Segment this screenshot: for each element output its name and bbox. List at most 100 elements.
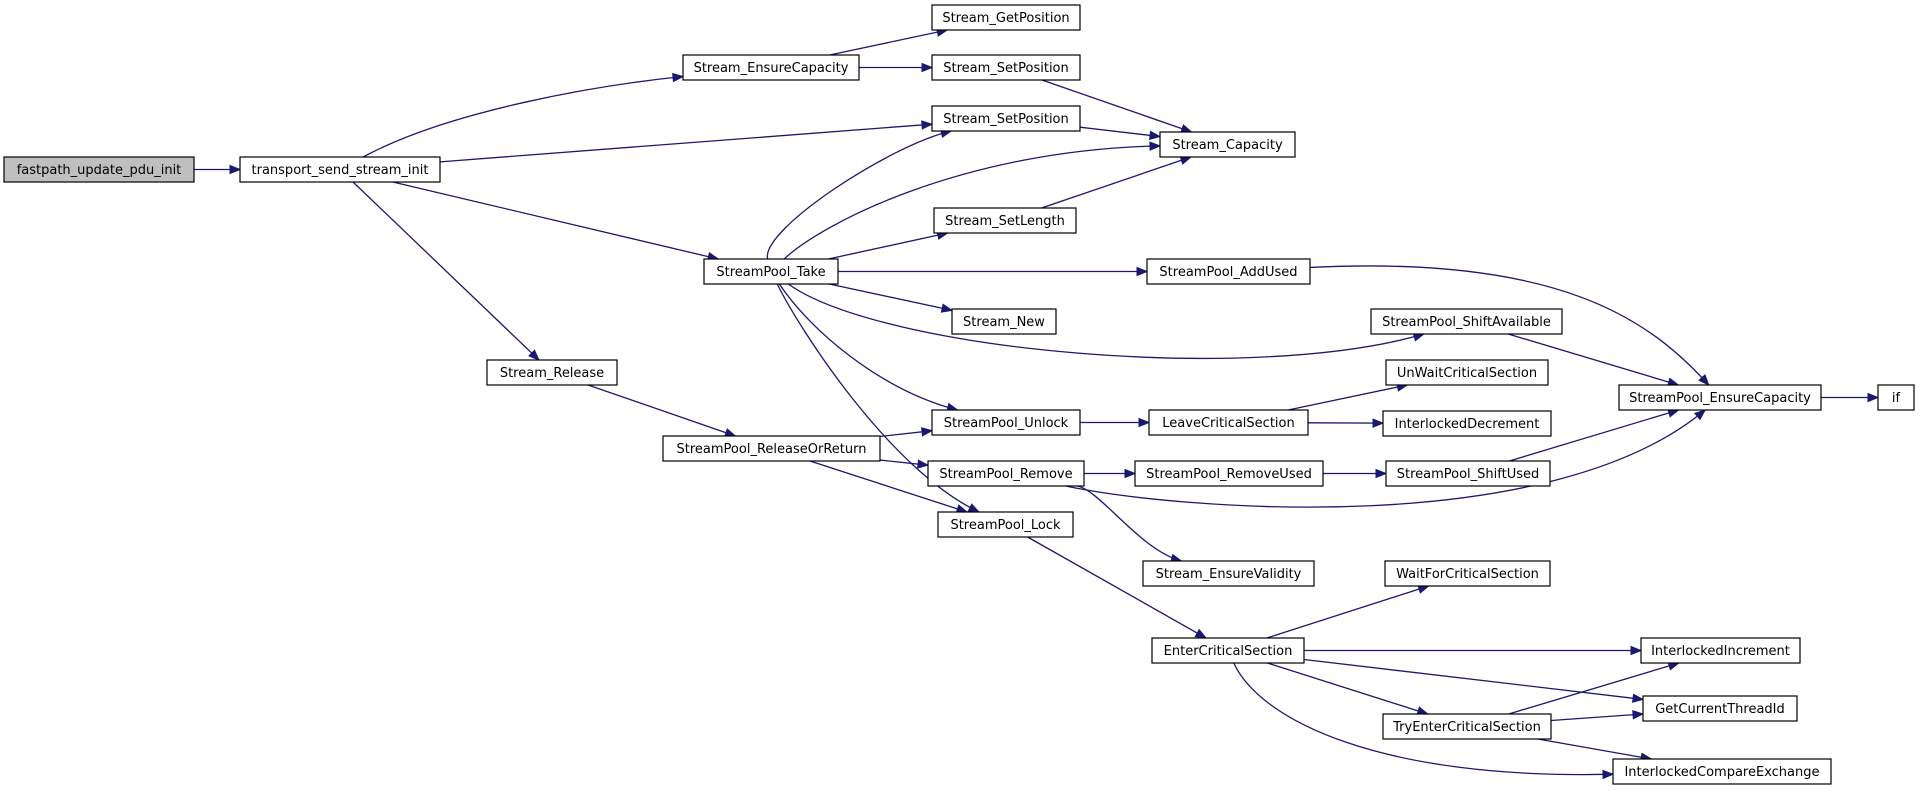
- node-box: [1612, 758, 1832, 785]
- node-box: [931, 105, 1081, 132]
- arrowhead-icon: [672, 72, 685, 83]
- node-releaseorreturn[interactable]: StreamPool_ReleaseOrReturn: [662, 435, 881, 462]
- node-label: StreamPool_Lock: [950, 518, 1061, 533]
- node-label: EnterCriticalSection: [1164, 644, 1293, 659]
- node-waitcs[interactable]: WaitForCriticalSection: [1384, 560, 1551, 587]
- edge-unlock-to-leavecs: [1080, 417, 1151, 428]
- edge-take-to-shiftavail: [787, 283, 1426, 359]
- arrowhead-icon: [1693, 409, 1707, 421]
- node-label: InterlockedDecrement: [1395, 417, 1540, 432]
- edge-entercs-to-interinc: [1304, 645, 1643, 656]
- edge-transport-to-setpos2: [439, 120, 934, 163]
- edge-addused-to-poolensurecap: [1309, 265, 1710, 386]
- edge-ensurecap-to-getpos: [829, 27, 949, 56]
- node-capacity[interactable]: Stream_Capacity: [1159, 131, 1296, 158]
- node-setlength[interactable]: Stream_SetLength: [933, 207, 1077, 234]
- node-shiftused[interactable]: StreamPool_ShiftUsed: [1385, 460, 1551, 487]
- edge-line: [1508, 333, 1679, 386]
- node-entercs[interactable]: EnterCriticalSection: [1151, 637, 1305, 664]
- edge-remove-to-removeused: [1084, 468, 1137, 479]
- edge-transport-to-release: [352, 181, 540, 361]
- arrowhead-icon: [1180, 124, 1193, 134]
- node-box: [1384, 560, 1551, 587]
- node-label: StreamPool_AddUsed: [1159, 265, 1297, 280]
- edge-take-to-new: [829, 283, 954, 313]
- node-setpos1[interactable]: Stream_SetPosition: [931, 54, 1081, 81]
- node-label: StreamPool_RemoveUsed: [1146, 467, 1312, 482]
- edge-line: [787, 283, 1425, 359]
- node-label: LeaveCriticalSection: [1162, 416, 1294, 431]
- edge-take-to-capacity: [783, 141, 1162, 260]
- edge-setlength-to-capacity: [1041, 155, 1193, 209]
- node-intercmpx[interactable]: InterlockedCompareExchange: [1612, 758, 1832, 785]
- node-box: [927, 460, 1085, 487]
- arrowhead-icon: [528, 349, 540, 361]
- node-box: [931, 4, 1081, 31]
- edge-shiftavail-to-poolensurecap: [1508, 333, 1680, 387]
- node-interinc[interactable]: InterlockedIncrement: [1640, 637, 1801, 664]
- arrowhead-icon: [229, 164, 242, 175]
- edge-line: [809, 460, 968, 513]
- node-addused[interactable]: StreamPool_AddUsed: [1146, 258, 1311, 285]
- edge-lock-to-entercs: [1027, 536, 1208, 639]
- node-unwaitcs[interactable]: UnWaitCriticalSection: [1385, 359, 1549, 386]
- edge-leavecs-to-interdec: [1307, 418, 1385, 428]
- node-box: [1642, 695, 1798, 722]
- node-label: fastpath_update_pdu_init: [17, 163, 182, 178]
- node-label: TryEnterCriticalSection: [1392, 720, 1541, 735]
- node-label: UnWaitCriticalSection: [1397, 366, 1537, 381]
- node-label: Stream_Capacity: [1172, 138, 1283, 153]
- nodes-layer: fastpath_update_pdu_init transport_send_s…: [3, 4, 1915, 785]
- edge-removeused-to-shiftused: [1323, 468, 1388, 479]
- node-ensurevalid[interactable]: Stream_EnsureValidity: [1142, 560, 1315, 587]
- edge-entercs-to-getthread: [1303, 658, 1645, 703]
- arrowhead-icon: [1630, 645, 1643, 656]
- node-label: InterlockedCompareExchange: [1624, 765, 1819, 780]
- node-shiftavail[interactable]: StreamPool_ShiftAvailable: [1370, 308, 1563, 335]
- node-remove[interactable]: StreamPool_Remove: [927, 460, 1085, 487]
- node-label: Stream_GetPosition: [942, 11, 1069, 26]
- node-box: [1148, 409, 1309, 436]
- node-label: StreamPool_ShiftUsed: [1397, 467, 1540, 482]
- node-box: [1382, 713, 1552, 740]
- edge-tryentercs-to-interinc: [1508, 661, 1681, 715]
- edge-line: [1065, 409, 1706, 508]
- edge-line: [1077, 485, 1182, 562]
- node-removeused[interactable]: StreamPool_RemoveUsed: [1134, 460, 1324, 487]
- node-new[interactable]: Stream_New: [951, 308, 1057, 335]
- node-label: StreamPool_ReleaseOrReturn: [677, 442, 867, 457]
- arrowhead-icon: [1138, 417, 1151, 428]
- arrowhead-icon: [723, 428, 737, 438]
- node-ensurecap[interactable]: Stream_EnsureCapacity: [682, 54, 860, 81]
- edge-line: [1509, 409, 1679, 462]
- edge-releaseorreturn-to-remove: [879, 459, 930, 469]
- edge-remove-to-ensurevalid: [1077, 485, 1183, 563]
- node-fastpath[interactable]: fastpath_update_pdu_init: [3, 156, 195, 183]
- node-transport[interactable]: transport_send_stream_init: [239, 156, 441, 183]
- node-lock[interactable]: StreamPool_Lock: [937, 511, 1074, 538]
- arrowhead-icon: [1867, 392, 1880, 403]
- arrowhead-icon: [1632, 693, 1645, 703]
- edge-entercs-to-waitcs: [1266, 584, 1430, 639]
- node-getthread[interactable]: GetCurrentThreadId: [1642, 695, 1798, 722]
- node-tryentercs[interactable]: TryEnterCriticalSection: [1382, 713, 1552, 740]
- node-leavecs[interactable]: LeaveCriticalSection: [1148, 409, 1309, 436]
- node-unlock[interactable]: StreamPool_Unlock: [931, 409, 1081, 436]
- node-interdec[interactable]: InterlockedDecrement: [1382, 410, 1552, 437]
- node-poolensurecap[interactable]: StreamPool_EnsureCapacity: [1618, 384, 1822, 411]
- edge-take-to-setlength: [828, 230, 949, 260]
- edge-tryentercs-to-getthread: [1550, 709, 1645, 722]
- edge-line: [1303, 658, 1644, 701]
- node-take[interactable]: StreamPool_Take: [703, 258, 839, 285]
- node-getpos[interactable]: Stream_GetPosition: [931, 4, 1081, 31]
- edge-line: [829, 29, 948, 56]
- node-release[interactable]: Stream_Release: [486, 359, 618, 386]
- node-label: InterlockedIncrement: [1651, 644, 1790, 659]
- node-setpos2[interactable]: Stream_SetPosition: [931, 105, 1081, 132]
- node-if[interactable]: if: [1877, 384, 1915, 411]
- node-box: [951, 308, 1057, 335]
- node-label: Stream_EnsureValidity: [1156, 567, 1302, 582]
- edge-releaseorreturn-to-unlock: [879, 427, 934, 438]
- arrowhead-icon: [1124, 468, 1137, 479]
- node-label: StreamPool_Take: [716, 265, 825, 280]
